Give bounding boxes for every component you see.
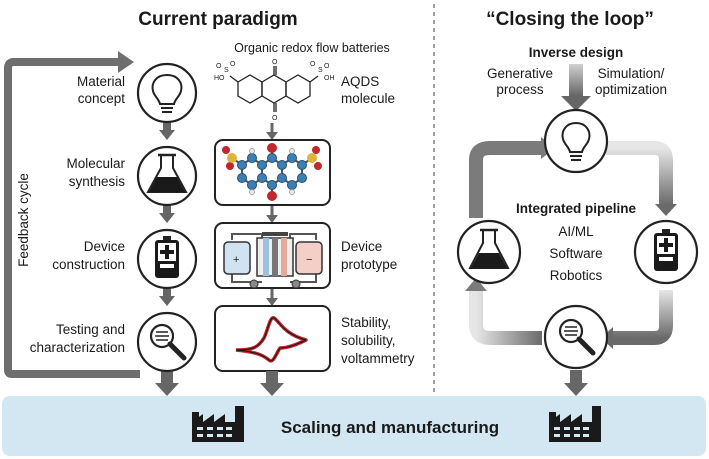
- footer-band: [2, 396, 706, 456]
- svg-text:Testing and: Testing and: [56, 322, 125, 337]
- loop-arrow-top-to-right: [606, 141, 673, 205]
- loop-magnifier-icon: [543, 304, 609, 370]
- molecule-model-box: [214, 139, 331, 206]
- magnifier-icon: [136, 311, 198, 373]
- aqds-structure: [229, 66, 319, 112]
- pipeline-item-robotics: Robotics: [550, 268, 603, 283]
- generative-process-label: Generative process: [487, 66, 553, 97]
- svg-text:O: O: [272, 115, 278, 122]
- svg-text:molecule: molecule: [341, 91, 395, 106]
- loop-arrow-bottom-to-left: [469, 290, 542, 345]
- svg-text:OH: OH: [324, 75, 335, 82]
- feedback-arrowhead: [118, 51, 134, 73]
- feedback-cycle-label: Feedback cycle: [16, 173, 31, 267]
- svg-text:−: −: [306, 254, 312, 266]
- inverse-design-label: Inverse design: [529, 45, 624, 60]
- svg-text:S: S: [224, 67, 229, 74]
- svg-text:O: O: [216, 63, 222, 70]
- mid-arrow-4-head: [260, 383, 284, 396]
- factory-icon: [192, 406, 244, 442]
- loop-arrow-top-to-right-head: [655, 204, 677, 216]
- pipeline-title: Integrated pipeline: [516, 201, 637, 216]
- svg-text:O: O: [324, 63, 330, 70]
- example-title: Organic redox flow batteries: [234, 41, 390, 55]
- svg-text:solubility,: solubility,: [341, 333, 396, 348]
- example-device-label: Device prototype: [341, 239, 397, 272]
- svg-text:characterization: characterization: [30, 340, 125, 355]
- loop-arrow-top: [474, 148, 542, 205]
- step-material-concept-label: Material concept: [77, 74, 125, 106]
- molecule-model: [222, 143, 322, 201]
- footer-label: Scaling and manufacturing: [281, 418, 499, 437]
- loop-arrow-bottom-to-left-head: [465, 278, 487, 291]
- step-device-construction-label: Device construction: [52, 239, 125, 272]
- mid-arrow-2-head: [266, 215, 278, 223]
- svg-text:HO: HO: [214, 75, 225, 82]
- mid-arrow-1-head: [266, 132, 278, 140]
- loop-arrow-right-to-bottom: [612, 290, 673, 345]
- simulation-optimization-label: Simulation/ optimization: [595, 66, 667, 97]
- loop-arrow-left-to-top: [469, 141, 542, 218]
- factory-icon-right: [549, 406, 601, 442]
- svg-text:Device: Device: [341, 239, 382, 254]
- svg-text:Device: Device: [84, 239, 125, 254]
- example-aqds-label: AQDS molecule: [341, 74, 395, 106]
- lightbulb-icon: [136, 62, 198, 124]
- battery-icon: [136, 228, 198, 290]
- voltammogram-curve: [235, 316, 308, 363]
- mid-arrow-3-head: [266, 298, 278, 306]
- svg-text:Stability,: Stability,: [341, 315, 391, 330]
- loop-lightbulb-icon: [543, 108, 609, 174]
- svg-text:optimization: optimization: [595, 82, 667, 97]
- pipeline-item-ai: AI/ML: [558, 224, 594, 239]
- flow-battery-drawing: + −: [223, 232, 323, 289]
- right-down-arrowhead: [564, 383, 588, 396]
- svg-text:voltammetry: voltammetry: [341, 351, 415, 366]
- flask-icon: [136, 145, 198, 207]
- left-step-arrows: [155, 122, 179, 396]
- feedback-cycle-arrow: [3, 58, 140, 378]
- svg-text:Simulation/: Simulation/: [598, 66, 665, 81]
- svg-text:prototype: prototype: [341, 257, 397, 272]
- step-testing-label: Testing and characterization: [30, 322, 125, 355]
- svg-text:O: O: [272, 59, 278, 66]
- svg-text:AQDS: AQDS: [341, 74, 379, 89]
- mid-arrow-4: [266, 371, 278, 383]
- svg-text:Material: Material: [77, 74, 125, 89]
- left-panel-title: Current paradigm: [138, 9, 297, 30]
- loop-flask-icon: [456, 219, 522, 285]
- svg-text:construction: construction: [52, 257, 125, 272]
- svg-text:+: +: [233, 254, 239, 266]
- right-panel-title: “Closing the loop”: [486, 9, 654, 30]
- svg-text:O: O: [230, 61, 236, 68]
- svg-text:process: process: [496, 82, 544, 97]
- step-molecular-synthesis-label: Molecular synthesis: [66, 156, 125, 189]
- svg-text:S: S: [318, 67, 323, 74]
- right-down-arrow: [570, 370, 582, 383]
- example-testing-label: Stability, solubility, voltammetry: [341, 315, 415, 366]
- svg-text:concept: concept: [78, 91, 126, 106]
- inverse-design-arrow: [569, 64, 583, 96]
- svg-text:O: O: [310, 61, 316, 68]
- svg-text:synthesis: synthesis: [69, 174, 126, 189]
- loop-battery-icon: [633, 219, 699, 285]
- inverse-design-arrowhead: [561, 96, 591, 111]
- svg-text:Molecular: Molecular: [66, 156, 125, 171]
- pipeline-item-software: Software: [549, 246, 602, 261]
- svg-text:Generative: Generative: [487, 66, 553, 81]
